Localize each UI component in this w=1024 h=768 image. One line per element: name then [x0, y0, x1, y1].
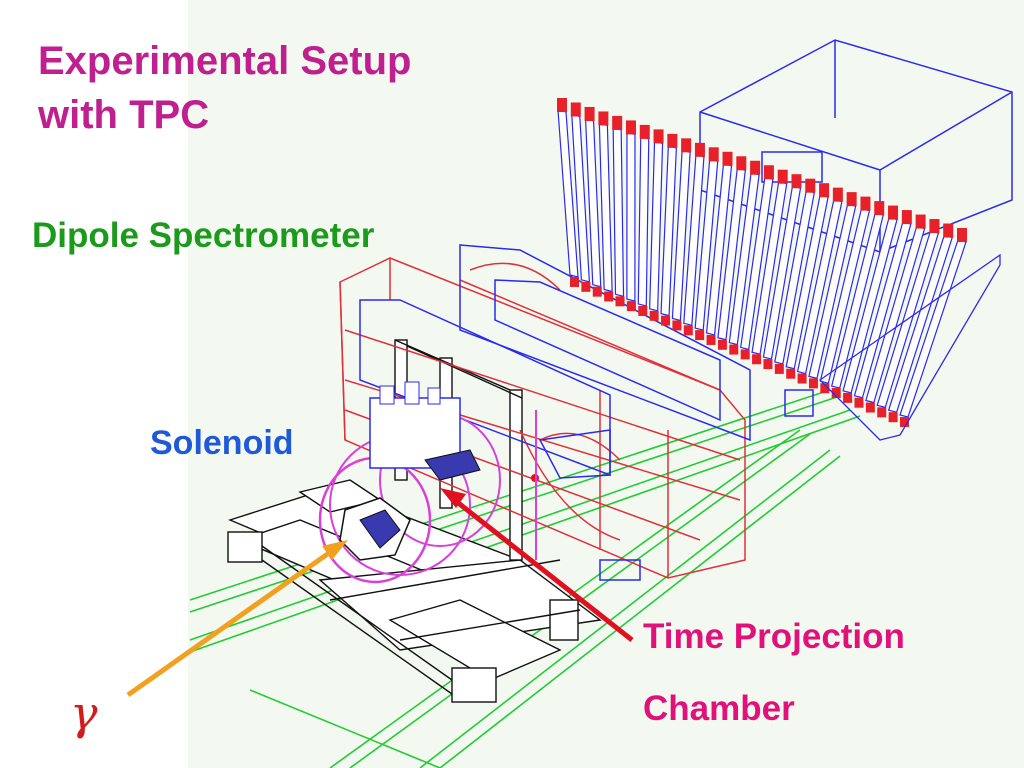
photomultiplier-top	[846, 192, 857, 207]
title-line-1: Experimental Setup	[38, 39, 412, 83]
photomultiplier-bottom	[900, 417, 909, 427]
photomultiplier-top	[694, 142, 705, 157]
hodoscope-array	[557, 98, 1001, 441]
solenoid-coil	[318, 381, 539, 584]
dipole-spectrometer-label: Dipole Spectrometer	[32, 216, 375, 255]
photomultiplier-bottom	[626, 301, 636, 312]
photomultiplier-top	[653, 129, 664, 144]
photomultiplier-bottom	[695, 330, 705, 341]
photomultiplier-bottom	[729, 344, 739, 355]
photomultiplier-bottom	[706, 334, 716, 345]
photomultiplier-bottom	[865, 402, 875, 413]
photomultiplier-bottom	[672, 320, 682, 331]
photomultiplier-bottom	[763, 359, 773, 370]
photomultiplier-bottom	[888, 412, 898, 423]
gamma-label: γ	[70, 686, 98, 740]
hodoscope-slat	[598, 122, 613, 293]
photomultiplier-bottom	[808, 378, 818, 389]
photomultiplier-top	[888, 205, 899, 220]
photomultiplier-top	[819, 183, 830, 198]
photomultiplier-bottom	[740, 349, 750, 360]
photomultiplier-bottom	[717, 339, 727, 350]
photomultiplier-top	[929, 219, 940, 234]
photomultiplier-top	[832, 187, 843, 202]
page-title: Experimental Setup with TPC	[38, 34, 411, 142]
left-background	[0, 0, 188, 768]
photomultiplier-bottom	[638, 305, 648, 316]
photomultiplier-top	[791, 174, 802, 189]
photomultiplier-top	[874, 201, 885, 216]
photomultiplier-top	[708, 147, 719, 162]
tpc-arrow	[440, 488, 634, 642]
photomultiplier-bottom	[649, 310, 659, 321]
photomultiplier-bottom	[786, 368, 796, 379]
photomultiplier-bottom	[820, 383, 830, 394]
photomultiplier-top	[612, 115, 623, 130]
tpc-label-line-1: Time Projection	[643, 617, 905, 656]
photomultiplier-bottom	[854, 397, 864, 408]
photomultiplier-top	[805, 178, 816, 193]
photomultiplier-bottom	[877, 407, 887, 418]
title-line-2: with TPC	[38, 93, 210, 137]
photomultiplier-top	[915, 214, 926, 229]
photomultiplier-top	[722, 151, 733, 166]
photomultiplier-bottom	[581, 281, 591, 292]
gamma-arrow	[126, 540, 348, 698]
hodoscope-slat	[626, 131, 636, 302]
photomultiplier-top	[901, 210, 912, 225]
photomultiplier-bottom	[592, 286, 602, 297]
photomultiplier-bottom	[752, 354, 762, 365]
photomultiplier-top	[736, 156, 747, 171]
support-frame	[227, 339, 602, 703]
photomultiplier-top	[570, 102, 581, 117]
photomultiplier-bottom	[570, 277, 579, 287]
photomultiplier-bottom	[683, 325, 693, 336]
photomultiplier-top	[777, 169, 788, 184]
photomultiplier-top	[763, 165, 774, 180]
hodoscope-slat	[649, 140, 664, 312]
photomultiplier-top	[639, 124, 650, 139]
hodoscope-slat	[612, 127, 625, 298]
photomultiplier-bottom	[831, 388, 841, 399]
photomultiplier-top	[750, 160, 761, 175]
photomultiplier-bottom	[661, 315, 671, 326]
photomultiplier-top	[625, 120, 636, 135]
photomultiplier-top	[860, 196, 871, 211]
photomultiplier-bottom	[615, 296, 625, 307]
solenoid-label: Solenoid	[150, 424, 294, 462]
photomultiplier-top	[584, 106, 595, 121]
hodoscope-slat	[637, 136, 650, 307]
photomultiplier-top	[943, 223, 954, 238]
photomultiplier-top	[598, 111, 609, 126]
photomultiplier-bottom	[843, 392, 853, 403]
photomultiplier-top	[667, 133, 678, 148]
tpc-label-line-2: Chamber	[643, 689, 795, 728]
photomultiplier-bottom	[774, 363, 784, 374]
photomultiplier-top	[957, 228, 967, 242]
photomultiplier-bottom	[797, 373, 807, 384]
photomultiplier-top	[681, 138, 692, 153]
hodoscope-base	[818, 253, 1001, 441]
photomultiplier-bottom	[604, 291, 614, 302]
photomultiplier-top	[557, 98, 567, 112]
